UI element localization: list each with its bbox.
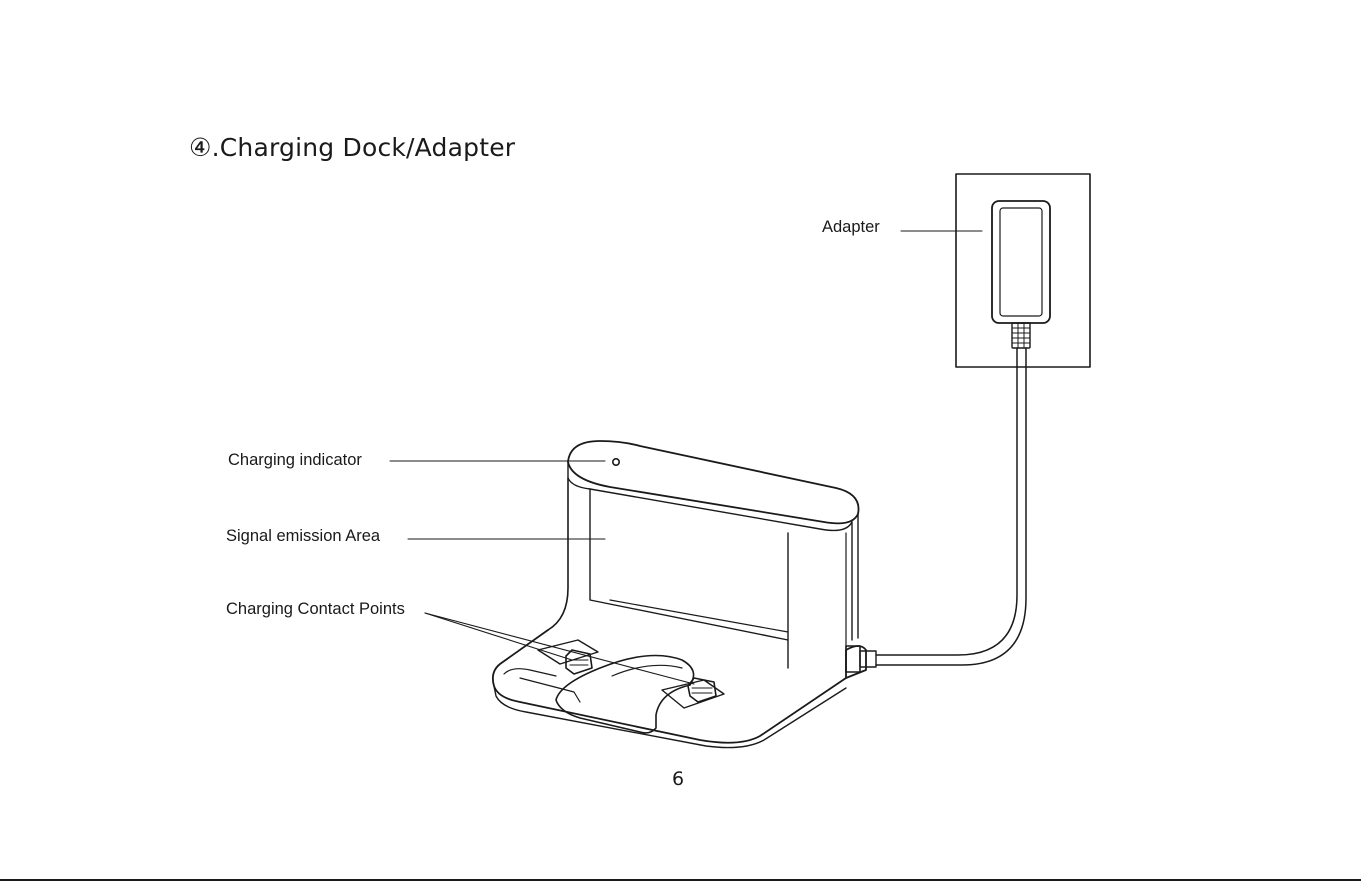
cable-port — [846, 646, 860, 672]
charging-dock — [493, 441, 876, 748]
adapter-label: Adapter — [822, 218, 880, 237]
leader-contact-left — [425, 613, 572, 660]
power-cable — [876, 348, 1026, 665]
charging-contact-points-label: Charging Contact Points — [226, 600, 405, 619]
charging-indicator-label: Charging indicator — [228, 451, 362, 470]
leader-contact-right — [425, 613, 694, 684]
indicator-dot — [613, 459, 619, 465]
adapter-plug — [1012, 323, 1030, 348]
page-number: 6 — [672, 768, 684, 790]
adapter-body-inner — [1000, 208, 1042, 316]
adapter-drawing — [956, 174, 1090, 367]
adapter-body — [992, 201, 1050, 323]
leader-lines — [390, 231, 982, 684]
signal-emission-area-label: Signal emission Area — [226, 527, 380, 546]
